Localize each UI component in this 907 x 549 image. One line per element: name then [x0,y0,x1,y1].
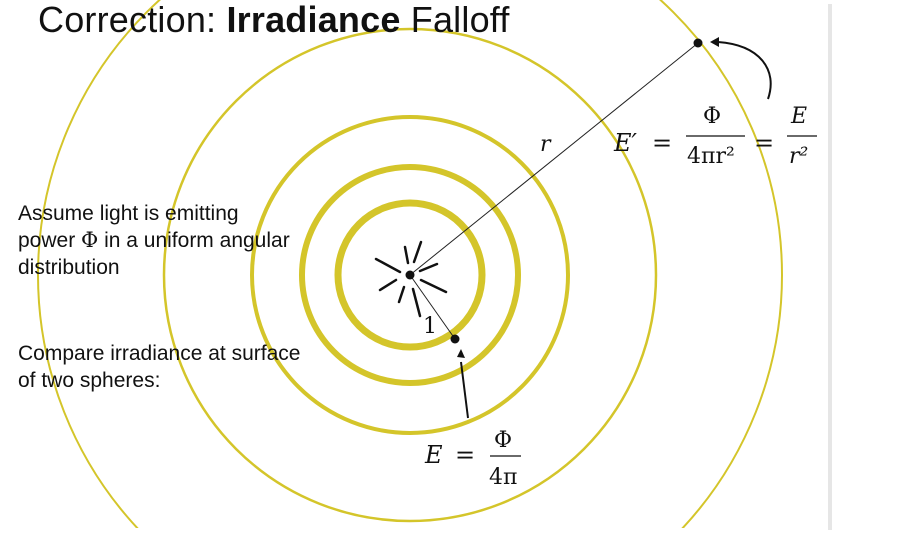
radius-line-r [409,42,699,276]
eq-Eprime-denominator-2: r² [789,144,808,169]
eq-Eprime-equals-1: = [652,129,672,157]
eq-Eprime-numerator-2: E [790,104,807,129]
eq-E-equals: = [455,441,475,469]
arrowhead-icon [710,37,719,47]
sphere-ring-unit [334,199,486,351]
title-suffix: Falloff [400,0,510,40]
phi-symbol: Φ [81,228,99,252]
outer-sphere-point [693,38,703,48]
sphere-ring-outer [37,0,783,528]
sphere-ring-3 [250,115,570,435]
assumption-line-1: Assume light is emitting [18,202,239,225]
assumption-line-2: power Φ in a uniform angular [18,228,290,252]
sphere-ring-4 [162,27,658,523]
light-source-rays-icon [374,240,448,318]
title-prefix: Correction: [38,0,227,40]
arrowhead-icon [457,349,465,358]
unit-sphere-point [450,334,460,344]
sphere-ring-2 [299,164,521,386]
label-one: 1 [423,314,437,339]
assumption-paragraph: Assume light is emitting power Φ in a un… [18,200,348,281]
light-source-point [405,270,415,280]
slide-title: Correction: Irradiance Falloff [38,0,510,42]
compare-line-2: of two spheres: [18,369,161,392]
eq-Eprime-equals-2: = [754,129,774,157]
eq-E-denominator: 4π [489,465,517,490]
label-r: r [540,132,552,157]
eq-E-lhs: E [424,441,443,469]
curved-arrow-to-outer-point [717,41,772,100]
title-bold: Irradiance [226,0,401,40]
arrow-to-unit-point [460,361,469,419]
eq-E-numerator: Φ [494,428,512,453]
eq-Eprime-lhs: E′ [613,129,638,157]
compare-line-1: Compare irradiance at surface [18,342,301,365]
vertical-divider [828,4,832,530]
compare-paragraph: Compare irradiance at surface of two sph… [18,340,358,394]
assumption-line-3: distribution [18,256,120,279]
eq-Eprime-denominator-1: 4πr² [687,144,735,169]
concentric-spheres [37,0,783,528]
radius-line-1 [409,274,456,340]
eq-Eprime-numerator-1: Φ [703,104,721,129]
